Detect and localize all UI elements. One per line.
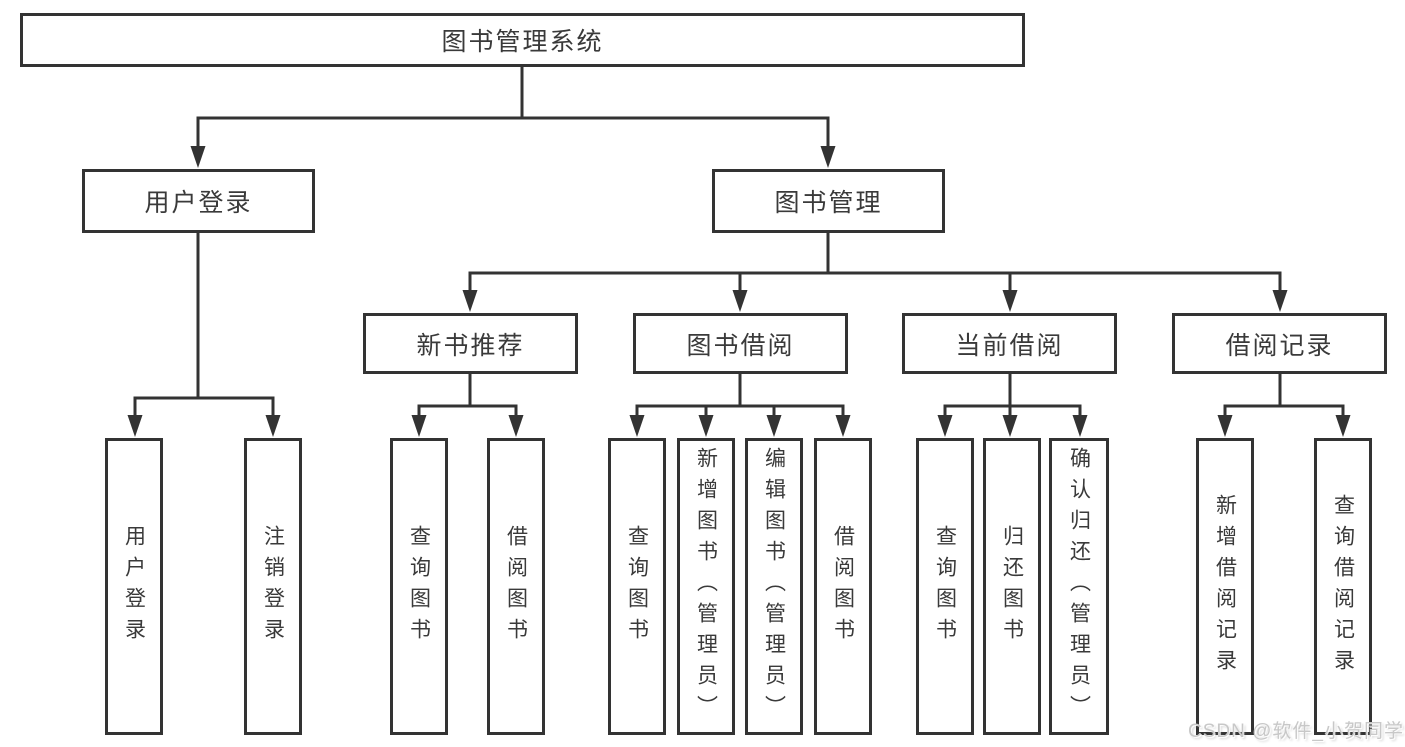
leaf-query-borrowing-record: 查询借阅记录 [1314, 438, 1372, 735]
leaf-return-books: 归还图书 [983, 438, 1041, 735]
node-current-borrowing: 当前借阅 [902, 313, 1117, 374]
arrow-head-icon [1002, 415, 1018, 437]
node-label: 归还图书 [1000, 524, 1024, 649]
node-label: 图书管理系统 [441, 28, 604, 56]
node-label: 借阅记录 [1225, 331, 1334, 360]
arrow-head-icon [835, 415, 851, 437]
node-label: 当前借阅 [955, 331, 1064, 360]
branch-new-book-recommendation [417, 374, 518, 419]
node-user-login: 用户登录 [82, 169, 315, 233]
arrow-head-icon [629, 415, 645, 437]
leaf-borrow-books-borrowing: 借阅图书 [814, 438, 872, 735]
leaf-add-borrowing-record: 新增借阅记录 [1196, 438, 1254, 735]
node-label: 新增借阅记录 [1213, 493, 1237, 680]
leaf-query-books-borrowing: 查询图书 [608, 438, 666, 735]
arrow-head-icon [508, 415, 524, 437]
arrow-head-icon [127, 415, 143, 437]
node-library-system: 图书管理系统 [20, 13, 1025, 67]
branch-book-management [468, 233, 1282, 294]
leaf-user-login: 用户登录 [105, 438, 163, 735]
node-label: 图书借阅 [686, 331, 795, 360]
node-label: 图书管理 [774, 189, 883, 217]
leaf-add-books-admin: 新增图书（管理员） [677, 438, 735, 735]
node-label: 用户登录 [144, 189, 253, 217]
arrow-head-icon [265, 415, 281, 437]
arrow-head-icon [462, 290, 478, 312]
node-borrowing-records: 借阅记录 [1172, 313, 1387, 374]
arrow-head-icon [1272, 290, 1288, 312]
node-label: 编辑图书（管理员） [762, 447, 786, 726]
arrow-head-icon [1002, 290, 1018, 312]
node-label: 查询图书 [933, 524, 957, 649]
branch-book-borrowing [635, 374, 845, 419]
node-label: 查询图书 [407, 524, 431, 649]
node-book-borrowing: 图书借阅 [633, 313, 848, 374]
arrow-heads [127, 146, 1351, 437]
arrow-head-icon [1335, 415, 1351, 437]
node-label: 新书推荐 [416, 331, 525, 360]
leaf-query-books-current: 查询图书 [916, 438, 974, 735]
node-new-book-recommendation: 新书推荐 [363, 313, 578, 374]
arrow-head-icon [1072, 415, 1088, 437]
arrow-head-icon [937, 415, 953, 437]
leaf-query-books-recommend: 查询图书 [390, 438, 448, 735]
node-label: 用户登录 [122, 524, 146, 649]
node-label: 确认归还（管理员） [1067, 447, 1091, 726]
leaf-confirm-return-admin: 确认归还（管理员） [1049, 438, 1109, 735]
arrow-head-icon [820, 146, 836, 168]
node-book-management: 图书管理 [712, 169, 945, 233]
leaf-logout-login: 注销登录 [244, 438, 302, 735]
node-label: 借阅图书 [831, 524, 855, 649]
watermark-text: CSDN @软件_小贺同学 [1188, 721, 1404, 742]
arrow-head-icon [732, 290, 748, 312]
arrow-head-icon [1217, 415, 1233, 437]
arrow-head-icon [698, 415, 714, 437]
arrow-head-icon [766, 415, 782, 437]
node-label: 注销登录 [261, 524, 285, 649]
node-label: 借阅图书 [504, 524, 528, 649]
leaf-borrow-books-recommend: 借阅图书 [487, 438, 545, 735]
node-label: 查询图书 [625, 524, 649, 649]
branch-current-borrowing [943, 374, 1082, 419]
node-label: 查询借阅记录 [1331, 493, 1355, 680]
arrow-head-icon [190, 146, 206, 168]
leaf-edit-books-admin: 编辑图书（管理员） [745, 438, 803, 735]
branch-root-to-level2 [196, 67, 830, 150]
node-label: 新增图书（管理员） [694, 447, 718, 726]
arrow-head-icon [411, 415, 427, 437]
branch-user-login [133, 233, 275, 419]
branch-borrowing-records [1223, 374, 1345, 419]
